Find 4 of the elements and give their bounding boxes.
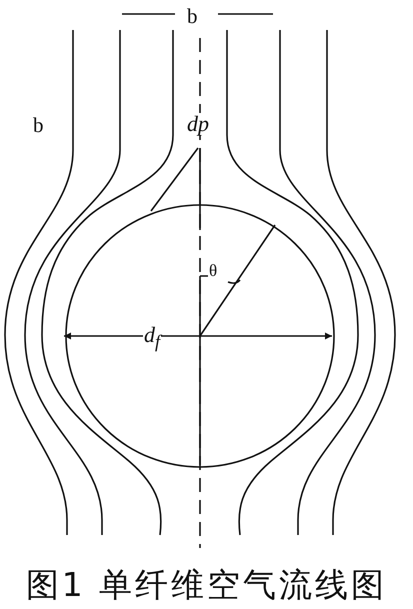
label: θ (208, 262, 218, 279)
label: d$_{f}$ (143, 324, 162, 351)
figure-caption: 图1 单纤维空气流线图 (24, 564, 388, 606)
label: dp (186, 113, 210, 135)
